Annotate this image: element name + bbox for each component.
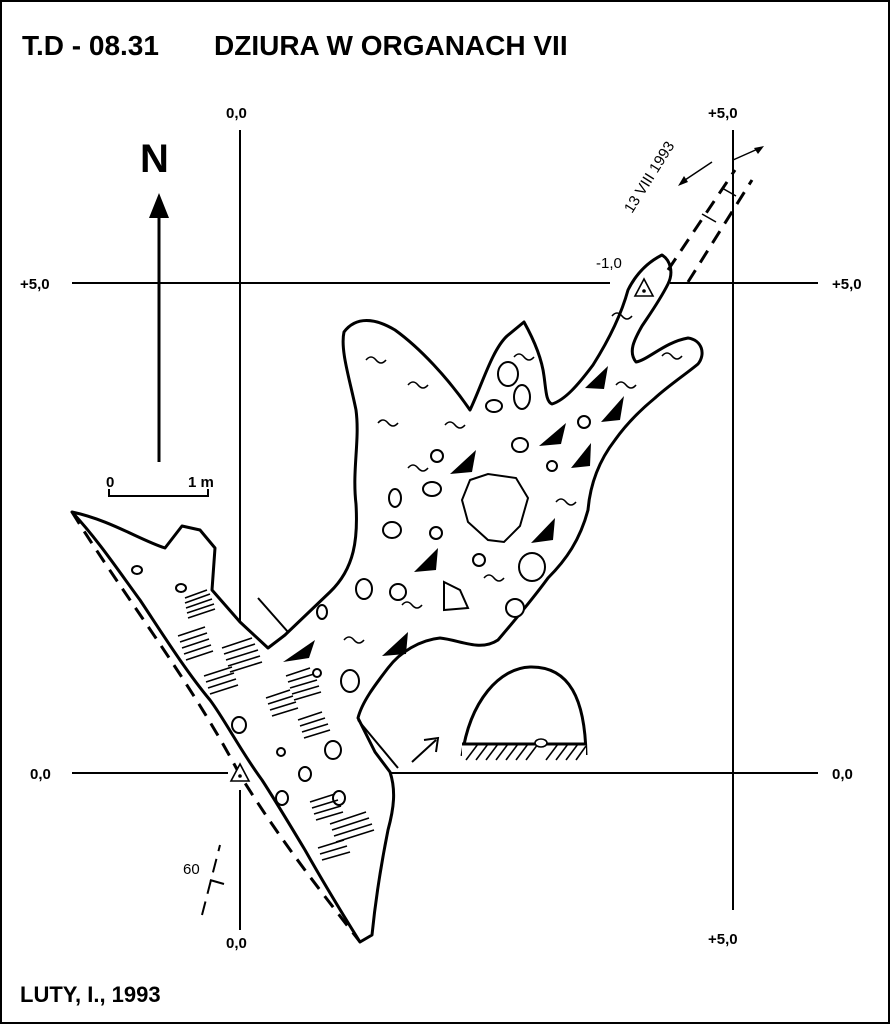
coordinate-grid: [72, 130, 818, 930]
slope-triangles: [283, 366, 624, 662]
boulders: [131, 361, 591, 806]
title-code: T.D - 08.31: [22, 30, 159, 61]
survey-station-lower: [229, 762, 251, 782]
entrance-arrow: [411, 736, 440, 763]
scale-one-label: 1 m: [188, 474, 214, 491]
depth-label: -1,0: [596, 255, 622, 272]
grid-label-top-left: 0,0: [226, 105, 247, 122]
grid-label-bottom-left: 0,0: [226, 935, 247, 952]
grid-label-right-lower: 0,0: [832, 766, 853, 783]
scale-zero-label: 0: [106, 474, 114, 491]
upper-passage-extension: [666, 146, 764, 283]
entrance-cross-section: [460, 665, 588, 761]
dip-label: 60: [183, 861, 200, 878]
rubble-hatching: [177, 589, 375, 861]
grid-label-right-upper: +5,0: [832, 276, 862, 293]
cave-passage-outline: [70, 253, 704, 944]
scale-bar-line: [108, 489, 209, 497]
entrance-edge-line: [257, 597, 289, 633]
grid-label-bottom-right: +5,0: [708, 931, 738, 948]
survey-date-label: 13 VIII 1993: [621, 138, 678, 216]
north-arrow: N: [140, 137, 169, 462]
rock-pillar: [460, 472, 530, 544]
survey-station-upper: [633, 277, 655, 297]
grid-label-top-right: +5,0: [708, 105, 738, 122]
title-name: DZIURA W ORGANACH VII: [214, 30, 568, 61]
scale-bar: 0 1 m: [106, 474, 214, 497]
rock-edge-dashed: [70, 511, 362, 943]
north-arrow-head: [149, 193, 169, 218]
north-label: N: [140, 137, 169, 181]
grid-label-left-upper: +5,0: [20, 276, 50, 293]
grid-label-left-lower: 0,0: [30, 766, 51, 783]
lower-wall-line: [357, 719, 399, 769]
author-credit: LUTY, I., 1993: [20, 982, 161, 1007]
sediment-waves: [343, 312, 683, 644]
dip-symbol: [201, 844, 225, 916]
